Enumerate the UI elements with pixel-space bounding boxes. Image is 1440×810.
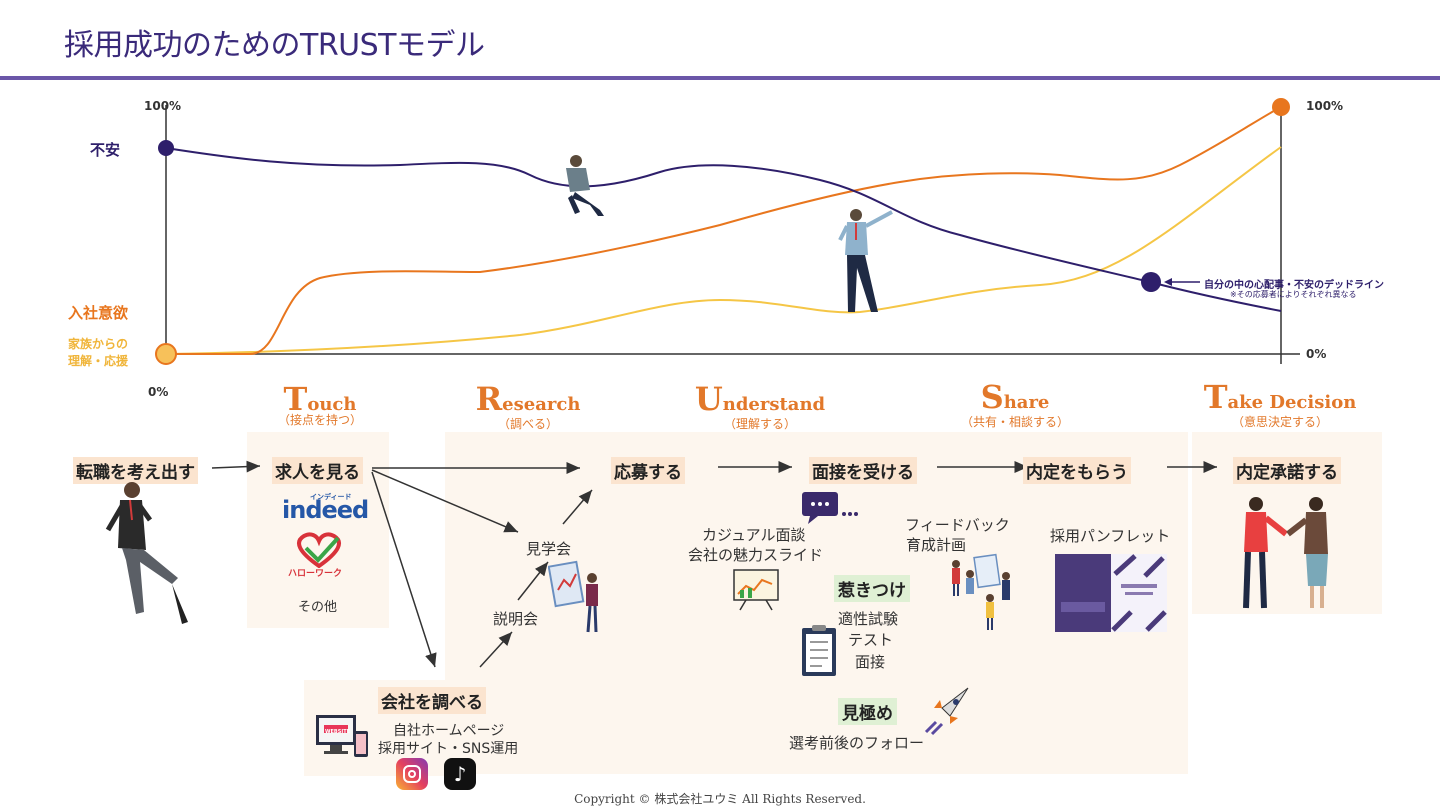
instagram-icon[interactable] bbox=[396, 758, 428, 790]
anxiety-start-dot bbox=[158, 140, 174, 156]
hellowork-logo-icon bbox=[297, 532, 341, 568]
recruit-site-label: 採用サイト・SNS運用 bbox=[378, 741, 519, 757]
follow-label: 選考前後のフォロー bbox=[789, 734, 925, 752]
website-devices-icon bbox=[316, 715, 368, 757]
trust-chart bbox=[155, 98, 1300, 365]
pamphlet-image bbox=[1055, 554, 1167, 632]
interview-label: 面接 bbox=[855, 653, 886, 671]
legend-anxiety: 不安 bbox=[90, 141, 121, 159]
slides-label: 会社の魅力スライド bbox=[688, 546, 824, 564]
deadline-dot bbox=[1141, 272, 1161, 292]
rocket-icon bbox=[924, 687, 969, 736]
legend-motivation: 入社意欲 bbox=[68, 304, 129, 322]
hellowork-label: ハローワーク bbox=[288, 569, 343, 579]
phase-touch-sub: （接点を持つ） bbox=[277, 413, 362, 427]
y-bottom-right-label: 0% bbox=[1306, 347, 1327, 361]
phase-decision-sub: （意思決定する） bbox=[1231, 415, 1328, 429]
indeed-logo: indeed bbox=[282, 496, 369, 524]
training-label: 育成計画 bbox=[906, 536, 967, 554]
assess-tag: 見極め bbox=[838, 698, 897, 725]
test-label: テスト bbox=[848, 631, 894, 649]
homepage-label: 自社ホームページ bbox=[393, 723, 505, 739]
casual-label: カジュアル面談 bbox=[702, 526, 806, 544]
start-dot bbox=[155, 343, 177, 365]
step-think: 転職を考え出す bbox=[73, 457, 198, 484]
legend-family: 家族からの 理解・応援 bbox=[68, 337, 129, 368]
presentation-illustration bbox=[548, 560, 598, 633]
phase-research-sub: （調べる） bbox=[497, 417, 558, 431]
website-badge: WEBSITE bbox=[325, 729, 351, 735]
phase-decision: Take Decision bbox=[1203, 378, 1357, 416]
touch-other: その他 bbox=[298, 600, 338, 615]
series-anxiety-line bbox=[165, 147, 1282, 312]
step-see-job: 求人を見る bbox=[272, 457, 363, 484]
team-meeting-illustration bbox=[952, 553, 1010, 630]
tiktok-icon[interactable]: ♪ bbox=[444, 758, 476, 790]
aptitude-label: 適性試験 bbox=[838, 610, 899, 628]
step-apply: 応募する bbox=[611, 457, 685, 484]
step-interview: 面接を受ける bbox=[809, 457, 917, 484]
indeed-small-label: インディード bbox=[310, 493, 352, 501]
handshake-illustration bbox=[1243, 497, 1328, 609]
title-divider bbox=[0, 76, 1440, 80]
worried-person-illustration bbox=[566, 155, 604, 216]
phase-research: Research bbox=[475, 380, 581, 418]
step-research-company: 会社を調べる bbox=[378, 687, 486, 714]
series-motivation-line bbox=[166, 106, 1282, 355]
chat-bubble-icon bbox=[802, 492, 858, 524]
page-title: 採用成功のためのTRUSTモデル bbox=[64, 28, 485, 63]
thinking-man-illustration bbox=[105, 482, 188, 624]
feedback-label: フィードバック bbox=[905, 516, 1010, 534]
phase-share: Share bbox=[980, 378, 1050, 416]
deadline-label: 自分の中の心配事・不安のデッドライン bbox=[1204, 280, 1384, 291]
phase-understand-sub: （理解する） bbox=[723, 417, 796, 431]
series-family-line bbox=[165, 146, 1282, 355]
step-accept: 内定承諾する bbox=[1233, 457, 1341, 484]
phase-touch: Touch bbox=[283, 380, 357, 418]
deadline-note: ※その応募者によりそれぞれ異なる bbox=[1230, 290, 1357, 299]
deadline-arrowhead bbox=[1164, 278, 1172, 286]
tour-label: 見学会 bbox=[526, 540, 572, 558]
slide-board-icon bbox=[733, 569, 779, 611]
step-offer: 内定をもらう bbox=[1023, 457, 1131, 484]
copyright: Copyright © 株式会社ユウミ All Rights Reserved. bbox=[574, 792, 866, 806]
y-bottom-left-label: 0% bbox=[148, 385, 169, 399]
motivation-end-dot bbox=[1272, 98, 1290, 116]
attract-tag: 惹きつけ bbox=[834, 575, 910, 602]
briefing-label: 説明会 bbox=[493, 610, 539, 628]
y-top-right-label: 100% bbox=[1306, 99, 1344, 113]
phase-understand: Understand bbox=[694, 380, 826, 418]
clipboard-icon bbox=[802, 625, 836, 676]
pamphlet-label: 採用パンフレット bbox=[1050, 527, 1171, 545]
standing-man-illustration bbox=[838, 209, 893, 312]
phase-share-sub: （共有・相談する） bbox=[960, 415, 1069, 429]
y-top-left-label: 100% bbox=[144, 99, 182, 113]
